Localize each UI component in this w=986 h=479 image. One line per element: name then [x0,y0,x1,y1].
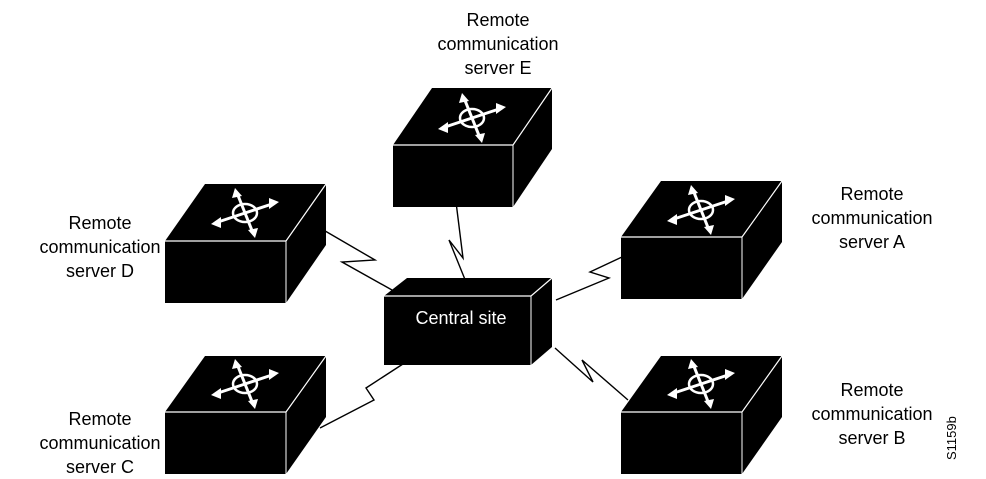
link-b [554,347,629,401]
link-c [319,361,407,429]
link-d [319,227,393,291]
server-a-box [621,180,783,299]
server-b-label-line2: communication [811,404,933,424]
server-a-label: Remote communication server A [792,182,952,254]
server-d-label-line3: server D [65,261,134,281]
server-d-label: Remote communication server D [20,211,180,283]
server-e-label-line2: communication [437,34,559,54]
server-a-label-line3: server A [838,232,906,252]
server-b-box [621,355,783,474]
server-c-box [165,355,327,474]
link-a [555,256,623,301]
central-site-box [384,277,553,365]
server-a-label-line2: communication [811,208,933,228]
server-e-label: Remote communication server E [418,8,578,80]
central-site-label: Central site [415,308,507,328]
server-b-label-line3: server B [838,428,906,448]
server-c-label-line1: Remote [68,409,132,429]
server-a-label-line1: Remote [840,184,904,204]
server-c-label: Remote communication server C [20,407,180,479]
server-b-label: Remote communication server B [792,378,952,450]
server-d-label-line2: communication [39,237,161,257]
figure-id-label: S1159b [944,416,959,460]
server-d-box [165,183,327,303]
link-e [448,201,467,283]
server-b-label-line1: Remote [840,380,904,400]
server-c-label-line2: communication [39,433,161,453]
server-e-label-line3: server E [464,58,532,78]
server-e-label-line1: Remote [466,10,530,30]
server-d-label-line1: Remote [68,213,132,233]
server-e-box [393,87,553,207]
server-c-label-line3: server C [65,457,134,477]
